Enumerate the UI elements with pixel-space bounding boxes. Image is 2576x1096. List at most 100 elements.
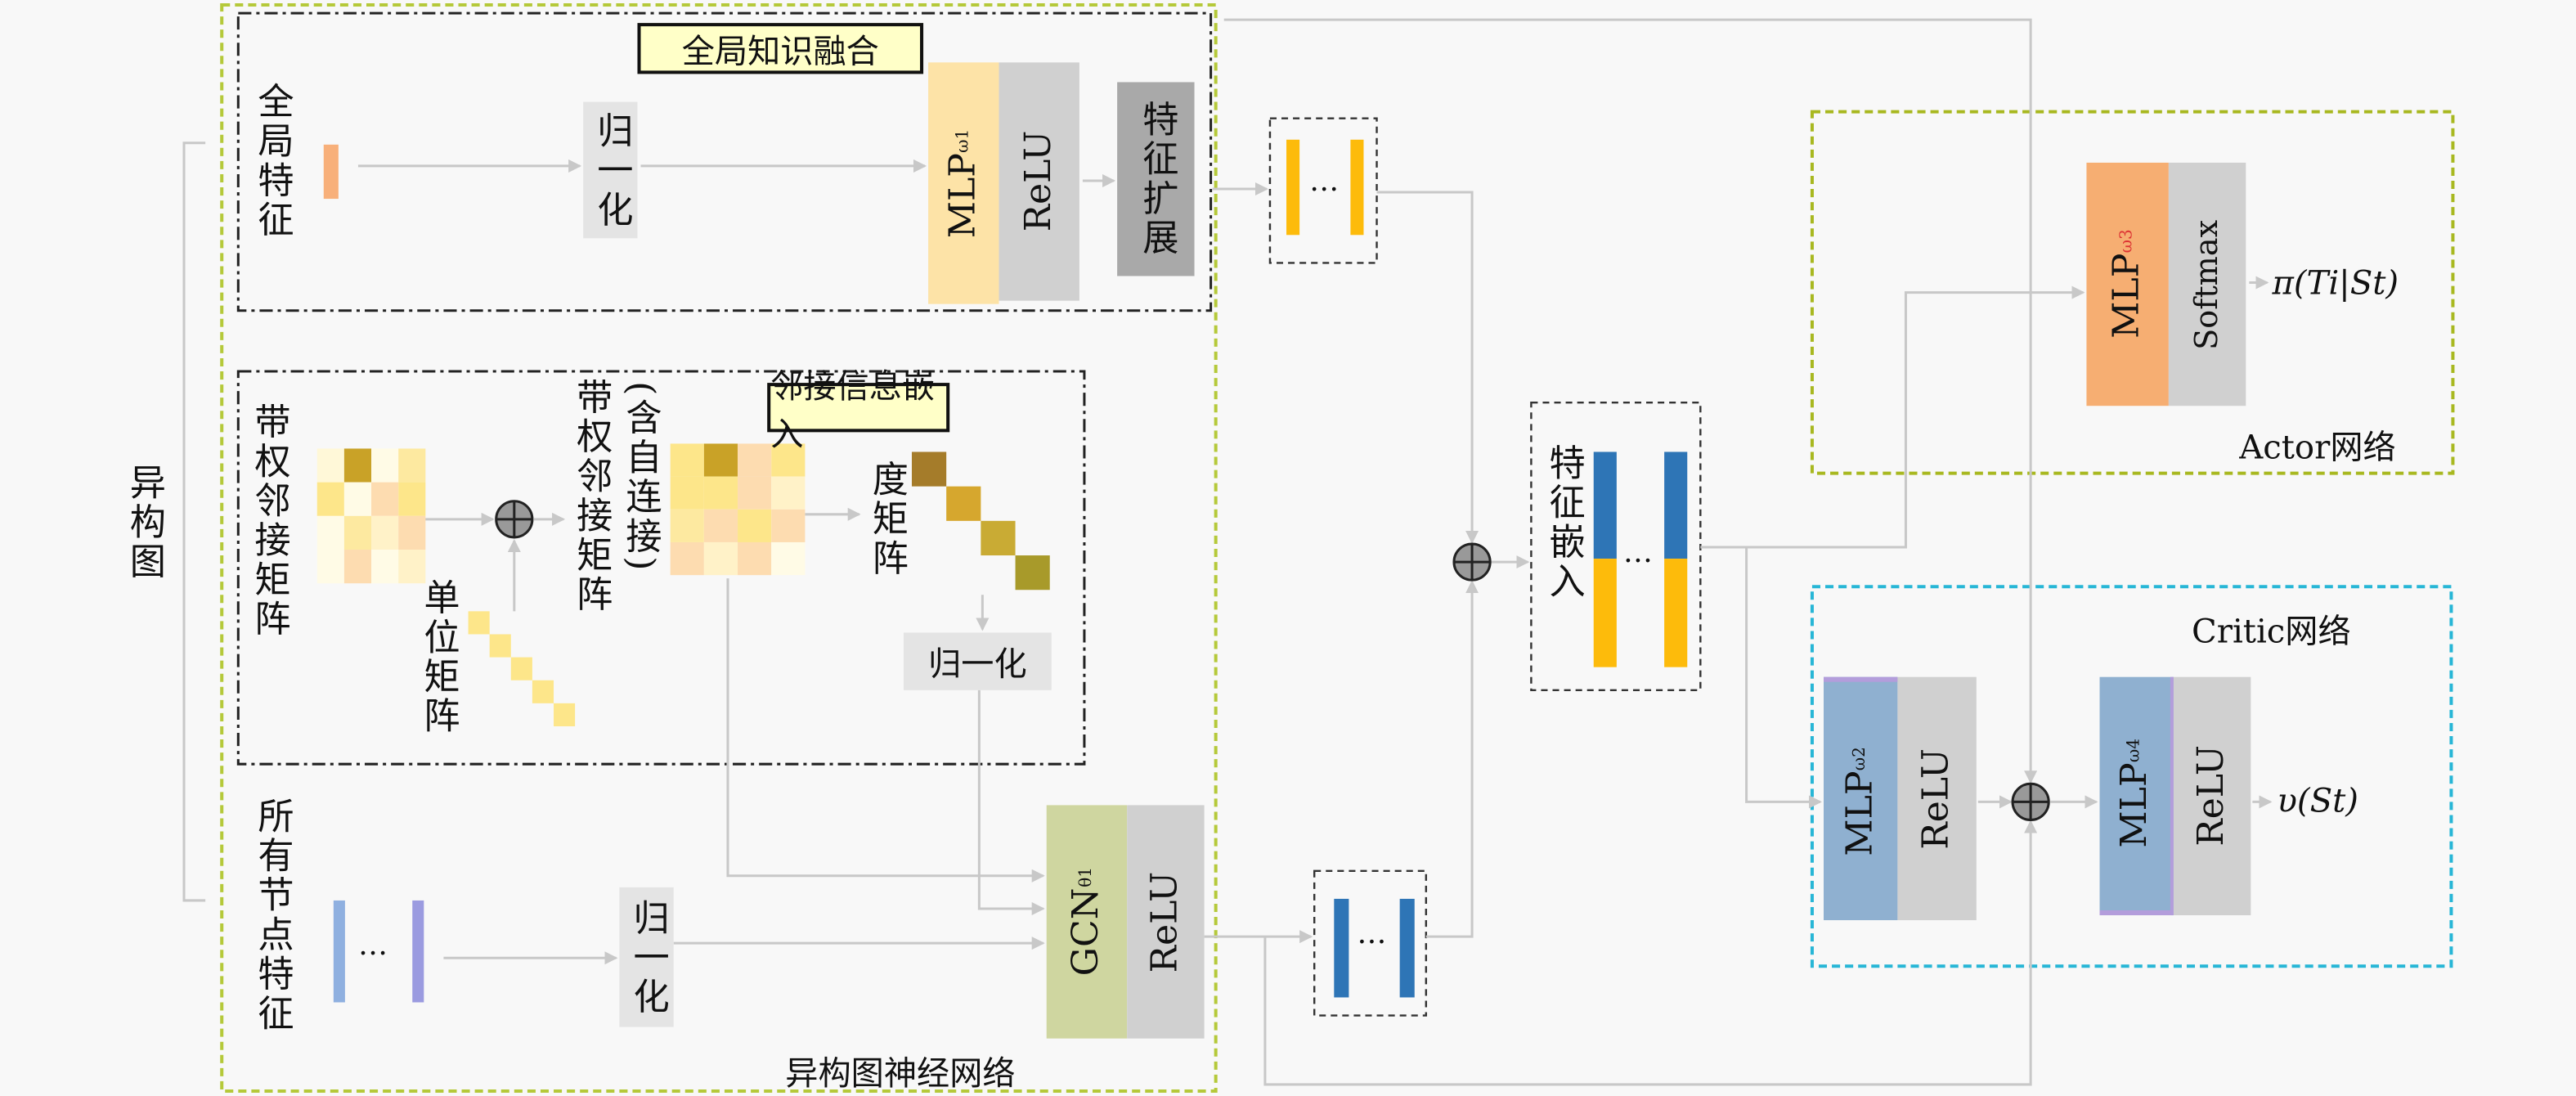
selfloop-matrix-cell xyxy=(771,541,806,576)
node-features-label: 所有节点特征 xyxy=(251,797,293,1034)
adjacency-title: 邻接信息嵌入 xyxy=(767,366,950,453)
mlp-subscript: ω3 xyxy=(2118,229,2137,254)
ellipsis: … xyxy=(1622,535,1654,571)
selfloop-matrix-cell xyxy=(670,509,704,542)
embedding-bar xyxy=(1664,559,1688,667)
degree-matrix-label: 度矩阵 xyxy=(865,460,907,579)
weighted-matrix-cell xyxy=(343,482,372,516)
add-icon xyxy=(1452,542,1492,582)
selfloop-matrix-cell xyxy=(670,443,704,477)
mlp-label: MLP xyxy=(2107,253,2148,339)
weighted-matrix-cell xyxy=(371,550,399,584)
global-box xyxy=(236,11,1213,312)
vector-bar xyxy=(1334,898,1349,998)
vector-bar xyxy=(1399,898,1415,998)
identity-matrix-cell xyxy=(489,634,511,658)
node-vector-box xyxy=(1313,869,1428,1017)
weighted-matrix-cell xyxy=(398,550,426,584)
mlp-subscript: ω2 xyxy=(1851,746,1870,770)
selfloop-matrix-cell xyxy=(738,509,772,542)
global-feature-label: 全局特征 xyxy=(251,82,293,240)
weighted-matrix-cell xyxy=(371,448,399,483)
degree-matrix-cell xyxy=(946,486,981,521)
degree-matrix-cell xyxy=(1015,555,1050,591)
global-feature-bar xyxy=(323,144,339,200)
weighted-adjacency-label: 带权邻接矩阵 xyxy=(248,402,289,640)
embedding-bar xyxy=(1593,451,1617,559)
global-title: 全局知识融合 xyxy=(637,23,924,74)
weighted-matrix-cell xyxy=(371,515,399,550)
mlp-subscript: ω4 xyxy=(2125,739,2144,763)
embedding-label: 特征嵌入 xyxy=(1542,443,1584,602)
feature-expand-block: 特征扩展 xyxy=(1117,82,1195,276)
selfloop-matrix-cell xyxy=(703,509,738,542)
node-norm-block: 归一化 xyxy=(619,887,674,1027)
identity-matrix-label: 单位矩阵 xyxy=(417,578,459,737)
identity-matrix-cell xyxy=(532,680,554,703)
selfloop-matrix-cell xyxy=(703,476,738,510)
weighted-matrix-cell xyxy=(316,482,344,516)
hetero-graph-label: 异构图 xyxy=(123,463,164,582)
selfloop-adjacency-note: (含自连接) xyxy=(619,381,661,574)
critic-label: Critic网络 xyxy=(2192,611,2351,651)
degree-matrix-cell xyxy=(911,451,947,487)
selfloop-matrix-cell xyxy=(738,541,772,576)
gcn-subscript: θ1 xyxy=(1077,867,1097,888)
weighted-matrix-cell xyxy=(398,448,426,483)
node-feature-bar xyxy=(412,900,424,1003)
global-vector-box xyxy=(1268,117,1378,264)
critic-relu-block-2: ReLU xyxy=(2173,676,2251,916)
value-output: υ(St) xyxy=(2277,780,2358,820)
weighted-matrix-cell xyxy=(316,515,344,550)
selfloop-matrix-cell xyxy=(670,476,704,510)
selfloop-matrix-cell xyxy=(771,443,806,477)
hetero-graph-bracket xyxy=(182,141,206,902)
weighted-matrix-cell xyxy=(343,550,372,584)
actor-label: Actor网络 xyxy=(2239,427,2396,467)
gcn-relu-block: ReLU xyxy=(1127,805,1205,1039)
node-feature-bar xyxy=(333,900,345,1003)
selfloop-matrix-cell xyxy=(738,443,772,477)
gnn-label: 异构图神经网络 xyxy=(785,1053,1016,1093)
mlp-label: MLP xyxy=(943,152,985,238)
global-relu-block: ReLU xyxy=(999,62,1079,301)
policy-output: π(Ti|St) xyxy=(2272,263,2399,303)
critic-box xyxy=(1810,585,2453,968)
mlp-subscript: ω1 xyxy=(954,128,973,153)
adjacency-norm-block: 归一化 xyxy=(903,632,1052,690)
add-icon xyxy=(495,500,534,539)
selfloop-matrix-cell xyxy=(771,509,806,542)
vector-bar xyxy=(1286,139,1300,236)
weighted-matrix-cell xyxy=(371,482,399,516)
global-norm-block: 归一化 xyxy=(583,101,638,239)
selfloop-adjacency-label: 带权邻接矩阵 xyxy=(570,378,612,615)
selfloop-matrix-cell xyxy=(670,541,704,576)
embedding-bar xyxy=(1593,559,1617,667)
weighted-matrix-cell xyxy=(316,550,344,584)
softmax-block: Softmax xyxy=(2168,162,2246,407)
weighted-matrix-cell xyxy=(343,515,372,550)
weighted-matrix-cell xyxy=(398,482,426,516)
identity-matrix-cell xyxy=(554,703,576,726)
mlp-label: MLP xyxy=(1840,770,1882,856)
gnn-box xyxy=(220,3,1218,1093)
weighted-matrix-cell xyxy=(343,448,372,483)
actor-box xyxy=(1810,110,2455,475)
add-icon xyxy=(2011,782,2050,821)
degree-matrix-cell xyxy=(981,520,1016,556)
ellipsis: … xyxy=(1357,917,1387,952)
gcn-label: GCN xyxy=(1066,887,1108,977)
identity-matrix-cell xyxy=(468,611,490,635)
selfloop-matrix-cell xyxy=(738,476,772,510)
adjacency-box xyxy=(236,370,1086,766)
weighted-matrix-cell xyxy=(398,515,426,550)
selfloop-matrix-cell xyxy=(703,541,738,576)
weighted-matrix-cell xyxy=(316,448,344,483)
embedding-bar xyxy=(1664,451,1688,559)
